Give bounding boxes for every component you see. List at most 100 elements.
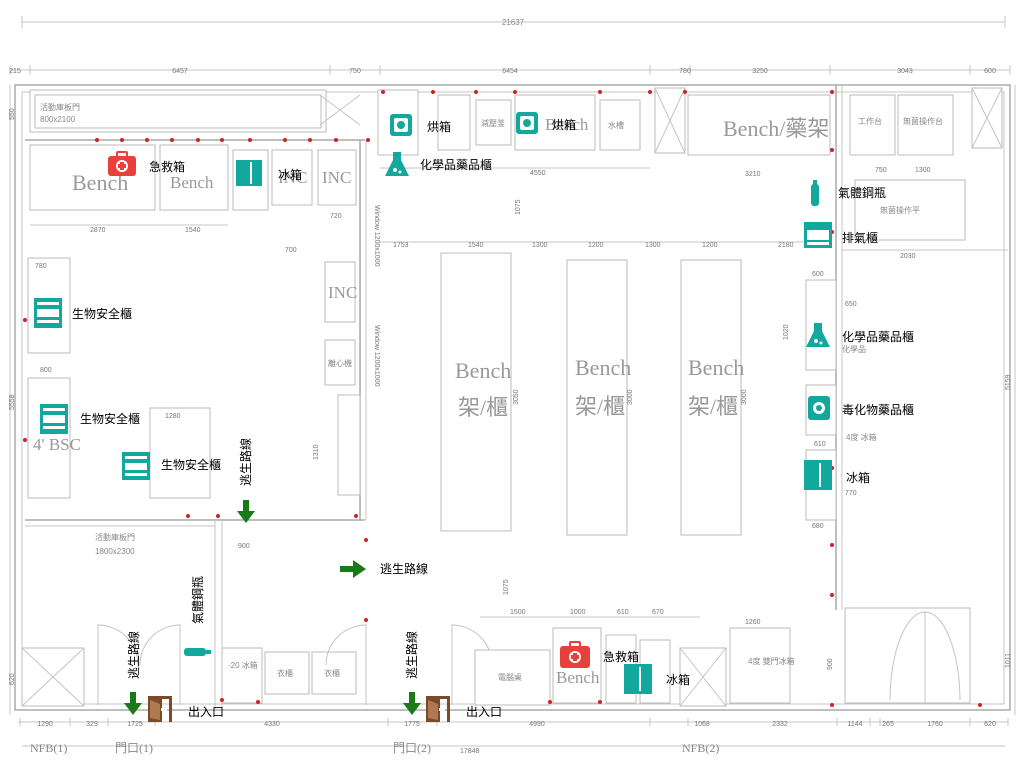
sprinkler-dot: [598, 90, 602, 94]
sterile-bench-2-label: 無菌操作平: [880, 205, 920, 215]
sprinkler-dot: [283, 138, 287, 142]
center-rack-c-label: 架/櫃: [688, 394, 738, 419]
symbol-label: 急救箱: [603, 649, 639, 664]
symbol-fume-hood: 排氣櫃: [804, 222, 878, 248]
symbol-first-aid-1: 急救箱: [108, 151, 185, 176]
sprinkler-dot: [120, 138, 124, 142]
refrigerator-icon: [236, 160, 262, 186]
symbol-fridge-2: 冰箱: [804, 460, 870, 490]
sprinkler-dot: [145, 138, 149, 142]
gas-cylinder-icon: [811, 180, 819, 206]
svg-text:1300: 1300: [645, 242, 661, 249]
biosafety-cabinet-icon: [40, 404, 68, 434]
top-dimension: 750: [349, 68, 361, 75]
biosafety-cabinet-icon: [122, 452, 150, 480]
top-dimension: 215: [9, 68, 21, 75]
fridge-minus20-label: -20 冰箱: [228, 660, 258, 670]
bottom-dimension: 1290: [37, 721, 53, 728]
gas-cylinder-icon: [184, 648, 211, 656]
svg-text:610: 610: [814, 441, 826, 448]
footer-nfb2: NFB(2): [682, 741, 719, 755]
svg-text:610: 610: [617, 609, 629, 616]
refrigerator-icon: [624, 664, 652, 694]
svg-text:1200: 1200: [702, 242, 718, 249]
centrifuge-label: 離心機: [328, 358, 352, 368]
fume-hood-icon: [804, 222, 832, 248]
symbol-label: 化學品藥品櫃: [420, 158, 492, 172]
escape-route-4: 逃生路線: [403, 631, 421, 715]
symbol-bsc-3: 生物安全櫃: [122, 452, 221, 480]
symbol-gas-cylinder-1: 氣體鋼瓶: [811, 180, 886, 206]
svg-text:3000: 3000: [627, 389, 634, 405]
sprinkler-dot: [354, 514, 358, 518]
bottom-dimension: 1725: [127, 721, 143, 728]
bottom-dimension: 1144: [847, 721, 862, 728]
bench-top-mid-label: Bench: [545, 115, 589, 134]
svg-text:700: 700: [285, 247, 297, 254]
computer-desk-label: 電腦桌: [498, 672, 522, 682]
sprinkler-dot: [830, 703, 834, 707]
footer-nfb1: NFB(1): [30, 741, 67, 755]
svg-text:1020: 1020: [783, 324, 790, 340]
sliding-door-mid-label: 活動庫板門: [95, 532, 135, 542]
symbol-oven-2: 烘箱: [516, 112, 576, 134]
svg-text:1280: 1280: [165, 413, 181, 420]
sprinkler-dot: [170, 138, 174, 142]
symbol-fridge-1: 冰箱: [236, 160, 302, 186]
inc-1-label: INC: [278, 168, 307, 187]
symbol-toxic-cabinet: 毒化物藥品櫃: [808, 396, 914, 420]
bsc-small-label: 4' BSC: [33, 435, 81, 454]
sprinkler-dot: [683, 90, 687, 94]
symbol-oven-1: 烘箱: [390, 114, 451, 136]
escape-route-label: 逃生路線: [380, 561, 428, 576]
exit-2: 出入口: [426, 696, 502, 722]
svg-text:1260: 1260: [745, 619, 761, 626]
symbol-label: 化學品藥品櫃: [842, 330, 914, 344]
sprinkler-dot: [364, 618, 368, 622]
bottom-dimension: 1068: [694, 721, 710, 728]
center-rack-b-label: 架/櫃: [575, 394, 625, 419]
svg-text:2180: 2180: [778, 242, 794, 249]
lower-left-room: 活動庫板門 1800x2300 900 -20 冰箱 衣櫃 衣櫃: [21, 519, 493, 710]
top-dimension: 3250: [752, 68, 768, 75]
symbol-chem-cabinet-1: 化學品藥品櫃: [385, 152, 492, 176]
inc-label-b: INC: [322, 168, 351, 187]
svg-text:1540: 1540: [468, 242, 484, 249]
sprinkler-dot: [431, 90, 435, 94]
sprinkler-dot: [220, 698, 224, 702]
sliding-door-mid-size: 1800x2300: [95, 547, 135, 556]
arrow-down-icon: [237, 500, 255, 523]
svg-text:1300: 1300: [915, 167, 931, 174]
symbol-first-aid-2: 急救箱: [560, 641, 639, 668]
left-dimension-2: 5558: [9, 394, 16, 410]
sprinkler-dot: [220, 138, 224, 142]
center-bench-a-label: Bench: [455, 358, 511, 383]
bench-shelf-top-label: Bench/藥架: [723, 116, 829, 141]
toxic-cabinet-icon: [808, 396, 830, 420]
svg-text:3210: 3210: [745, 171, 761, 178]
right-area: 工作台 無菌操作台 750 1300 無菌操作平 2030 600 650 化學…: [783, 85, 1012, 704]
chemical-flask-icon: [385, 152, 409, 176]
symbol-fridge-3: 冰箱: [624, 664, 690, 694]
symbol-gas-cylinder-2: 氣體鋼瓶: [184, 576, 211, 656]
symbol-label: 冰箱: [846, 470, 870, 485]
escape-route-label: 逃生路線: [238, 438, 253, 486]
svg-text:900: 900: [238, 543, 250, 550]
symbol-label: 冰箱: [666, 672, 690, 687]
svg-text:780: 780: [35, 263, 47, 270]
bottom-dimension: 1760: [927, 721, 943, 728]
sprinkler-dot: [978, 703, 982, 707]
sprinkler-dot: [23, 318, 27, 322]
first-aid-kit-icon: [560, 641, 590, 668]
symbol-label: 烘箱: [427, 119, 451, 134]
refrigerator-icon: [804, 460, 832, 490]
svg-text:1000: 1000: [570, 609, 586, 616]
workbench-label: 工作台: [858, 116, 882, 126]
sterile-bench-label: 無菌操作台: [903, 116, 943, 126]
escape-route-3: 逃生路線: [124, 631, 142, 715]
escape-route-label: 逃生路線: [404, 631, 419, 679]
overall-dimension: 21637: [502, 18, 525, 27]
vacuum-oven-label: 減壓釜: [481, 118, 505, 128]
sprinkler-dot: [830, 543, 834, 547]
